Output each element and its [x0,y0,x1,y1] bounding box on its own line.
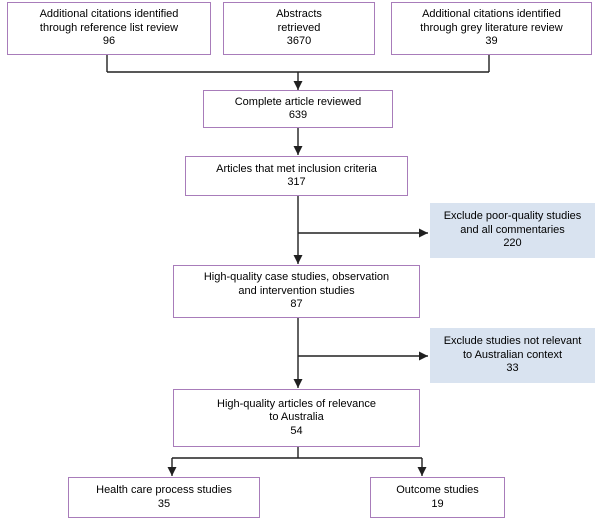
node-high-quality-case-studies: High-quality case studies, observation a… [173,265,420,318]
node-line: Health care process studies [96,484,232,496]
node-line: Additional citations identified [422,8,561,21]
node-additional-citations-grey-literature: Additional citations identified through … [391,2,592,55]
node-articles-met-inclusion-criteria: Articles that met inclusion criteria 317 [185,156,408,196]
node-value: 35 [157,497,171,510]
node-complete-article-reviewed: Complete article reviewed 639 [203,90,393,128]
node-line: Abstracts [276,8,322,21]
node-value: 639 [288,109,308,121]
node-line: Exclude studies not relevant [443,335,582,348]
node-health-care-process-studies: Health care process studies 35 [68,477,260,518]
node-line: Articles that met inclusion criteria [216,162,377,175]
node-line: and all commentaries [460,223,565,236]
node-line: Complete article reviewed [234,95,362,108]
node-line: to Australia [269,411,324,424]
node-line: High-quality case studies, observation [203,271,390,284]
node-line: Outcome studies [396,484,479,496]
node-value: 54 [290,424,303,437]
node-value: 39 [485,35,498,48]
node-line: through reference list review [39,21,179,34]
node-line: Exclude poor-quality studies [443,210,582,223]
node-line: through grey literature review [420,21,563,34]
node-exclude-not-relevant-australian-context: Exclude studies not relevant to Australi… [430,328,595,383]
node-line: High-quality articles of relevance [217,397,376,410]
node-value: 3670 [286,35,312,48]
node-line: and intervention studies [238,284,355,297]
node-value: 19 [431,497,444,510]
node-value: 317 [287,176,306,188]
node-line: to Australian context [462,348,563,361]
node-abstracts-retrieved: Abstracts retrieved 3670 [223,2,375,55]
node-value: 220 [503,237,522,250]
node-line: retrieved [277,21,321,34]
node-additional-citations-reference-list: Additional citations identified through … [7,2,211,55]
node-value: 87 [290,298,303,311]
node-outcome-studies: Outcome studies 19 [370,477,505,518]
node-exclude-poor-quality-studies: Exclude poor-quality studies and all com… [430,203,595,258]
node-line: Additional citations identified [39,8,179,21]
node-high-quality-articles-relevance-australia: High-quality articles of relevance to Au… [173,389,420,447]
node-value: 33 [506,362,519,375]
node-value: 96 [102,35,116,48]
